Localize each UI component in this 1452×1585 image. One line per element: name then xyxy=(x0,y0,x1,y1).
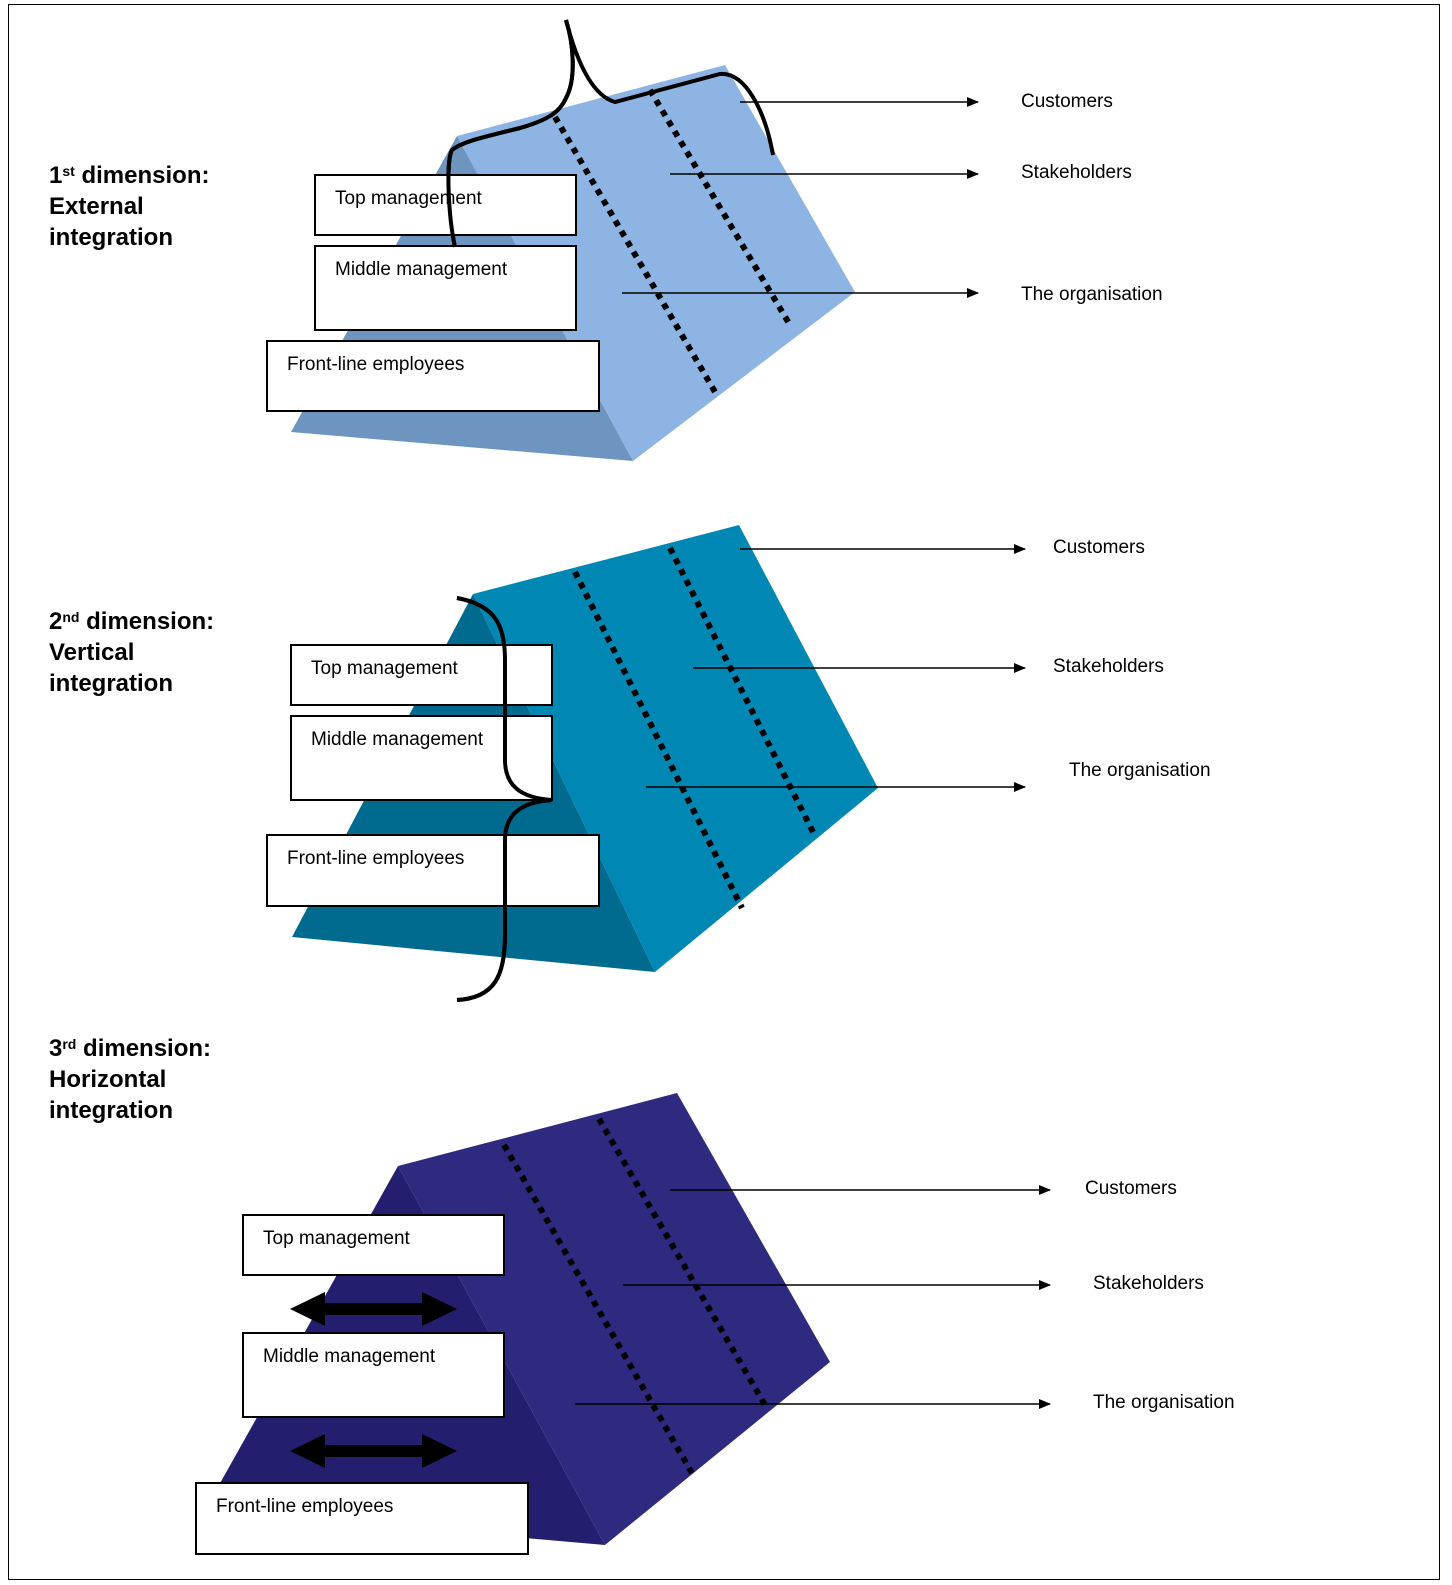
double-arrow-middle-frontline xyxy=(290,1434,457,1468)
dimension-title-horizontal: 3rd dimension: Horizontal integration xyxy=(49,1033,211,1126)
dimension-title-line2: External xyxy=(49,193,144,220)
target-customers: Customers xyxy=(1021,91,1113,112)
level-front-line-employees: Front-line employees xyxy=(266,834,600,907)
level-top-management: Top management xyxy=(290,644,553,706)
dimension-title-line3: integration xyxy=(49,224,173,251)
level-top-management: Top management xyxy=(242,1214,505,1276)
level-front-line-employees: Front-line employees xyxy=(266,340,600,412)
dimension-title-line1: 3rd dimension: xyxy=(49,1035,212,1062)
level-middle-management: Middle management xyxy=(242,1332,505,1418)
diagram-frame xyxy=(8,4,1440,1580)
target-customers: Customers xyxy=(1085,1178,1177,1199)
prism-vertical-divider-2 xyxy=(667,546,816,834)
prism-horizontal-top-face xyxy=(398,1093,830,1545)
dimension-title-line3: integration xyxy=(49,1097,173,1124)
level-middle-management: Middle management xyxy=(314,245,577,331)
prism-external-divider-1 xyxy=(552,115,718,394)
target-stakeholders: Stakeholders xyxy=(1053,656,1164,677)
level-front-line-employees: Front-line employees xyxy=(195,1482,529,1555)
dimension-title-external: 1st dimension: External integration xyxy=(49,160,209,253)
external-brace-right xyxy=(564,19,775,156)
dimension-title-line2: Vertical xyxy=(49,639,135,666)
dimension-title-line1: 1st dimension: xyxy=(49,162,210,189)
prism-horizontal xyxy=(205,1093,1051,1545)
dimension-title-line2: Horizontal xyxy=(49,1066,167,1093)
dimension-title-vertical: 2nd dimension: Vertical integration xyxy=(49,606,214,699)
prism-external-divider-2 xyxy=(647,88,793,327)
level-middle-management: Middle management xyxy=(290,715,553,801)
prism-vertical-top-face xyxy=(473,525,878,972)
dimension-title-line1: 2nd dimension: xyxy=(49,608,215,635)
target-organisation: The organisation xyxy=(1069,760,1211,781)
dimension-title-line3: integration xyxy=(49,670,173,697)
target-stakeholders: Stakeholders xyxy=(1093,1273,1204,1294)
prism-vertical-divider-1 xyxy=(572,570,745,910)
prism-horizontal-divider-1 xyxy=(501,1143,696,1477)
level-top-management: Top management xyxy=(314,174,577,236)
target-customers: Customers xyxy=(1053,537,1145,558)
target-stakeholders: Stakeholders xyxy=(1021,162,1132,183)
target-organisation: The organisation xyxy=(1093,1392,1235,1413)
target-organisation: The organisation xyxy=(1021,284,1163,305)
double-arrow-top-middle xyxy=(290,1292,457,1326)
